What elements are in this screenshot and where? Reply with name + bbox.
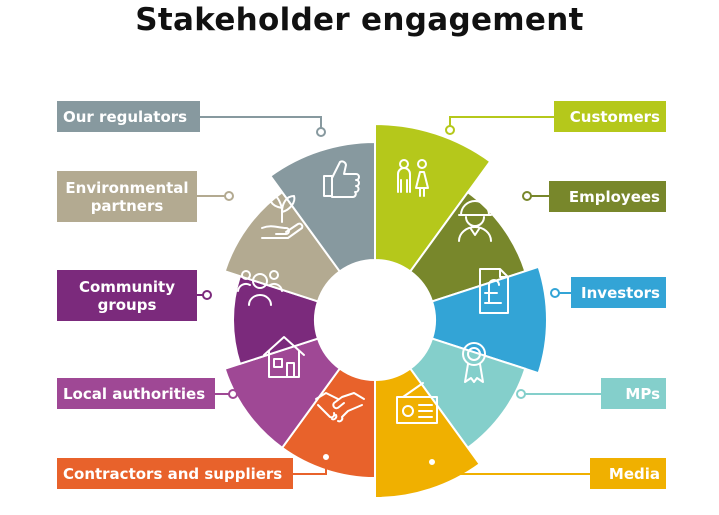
label-our-regulators: Our regulators [57, 101, 200, 132]
connector-line [200, 116, 322, 132]
segment-pound-document [430, 265, 548, 375]
label-employees: Employees [549, 181, 666, 212]
segment-rosette [408, 337, 527, 450]
community-people-icon [237, 270, 283, 306]
connector-dot [228, 389, 238, 399]
connector-dot [224, 191, 234, 201]
worker-hardhat-icon [458, 200, 492, 242]
label-customers: Customers [554, 101, 666, 132]
segment-icons [237, 159, 509, 424]
segment-handshake [280, 367, 376, 480]
connector-dot [522, 191, 532, 201]
label-text: Our regulators [63, 107, 188, 126]
rosette-icon [462, 342, 486, 383]
connector-dot [445, 125, 455, 135]
label-text: Local authorities [63, 384, 206, 403]
plant-in-hand-icon [261, 193, 304, 239]
segment-community-people [232, 274, 320, 366]
wheel-segments [223, 122, 548, 500]
connector-line [449, 116, 554, 130]
label-local-authorities: Local authorities [57, 378, 215, 409]
pound-document-icon [479, 268, 509, 314]
label-media: Media [590, 458, 666, 489]
label-mps: MPs [601, 378, 666, 409]
radio-icon [396, 382, 438, 424]
label-environmental-partners: Environmental partners [57, 171, 197, 222]
connector-dot [321, 452, 331, 462]
label-text: Customers [569, 107, 660, 126]
segment-plant-in-hand [223, 190, 342, 303]
label-text: Investors [581, 283, 660, 302]
label-investors: Investors [571, 277, 666, 308]
label-contractors-and-suppliers: Contractors and suppliers [57, 458, 293, 489]
customers-people-icon [397, 159, 429, 197]
label-text: Community groups [78, 277, 176, 314]
connector-dot [516, 389, 526, 399]
thumbs-up-icon [323, 160, 360, 198]
connector-dot [316, 127, 326, 137]
segment-house [223, 337, 342, 450]
label-community-groups: Community groups [57, 270, 197, 321]
handshake-icon [315, 392, 365, 423]
label-text: Employees [568, 187, 660, 206]
connector-lines [197, 116, 601, 475]
page-title: Stakeholder engagement [135, 2, 584, 38]
connector-dot [202, 290, 212, 300]
house-icon [263, 336, 305, 378]
connector-dot [427, 457, 437, 467]
label-text: Environmental partners [65, 178, 189, 215]
connector-line [293, 457, 327, 475]
label-text: Contractors and suppliers [63, 464, 283, 483]
connector-dot [550, 288, 560, 298]
label-text: Media [608, 464, 660, 483]
label-text: MPs [625, 384, 660, 403]
